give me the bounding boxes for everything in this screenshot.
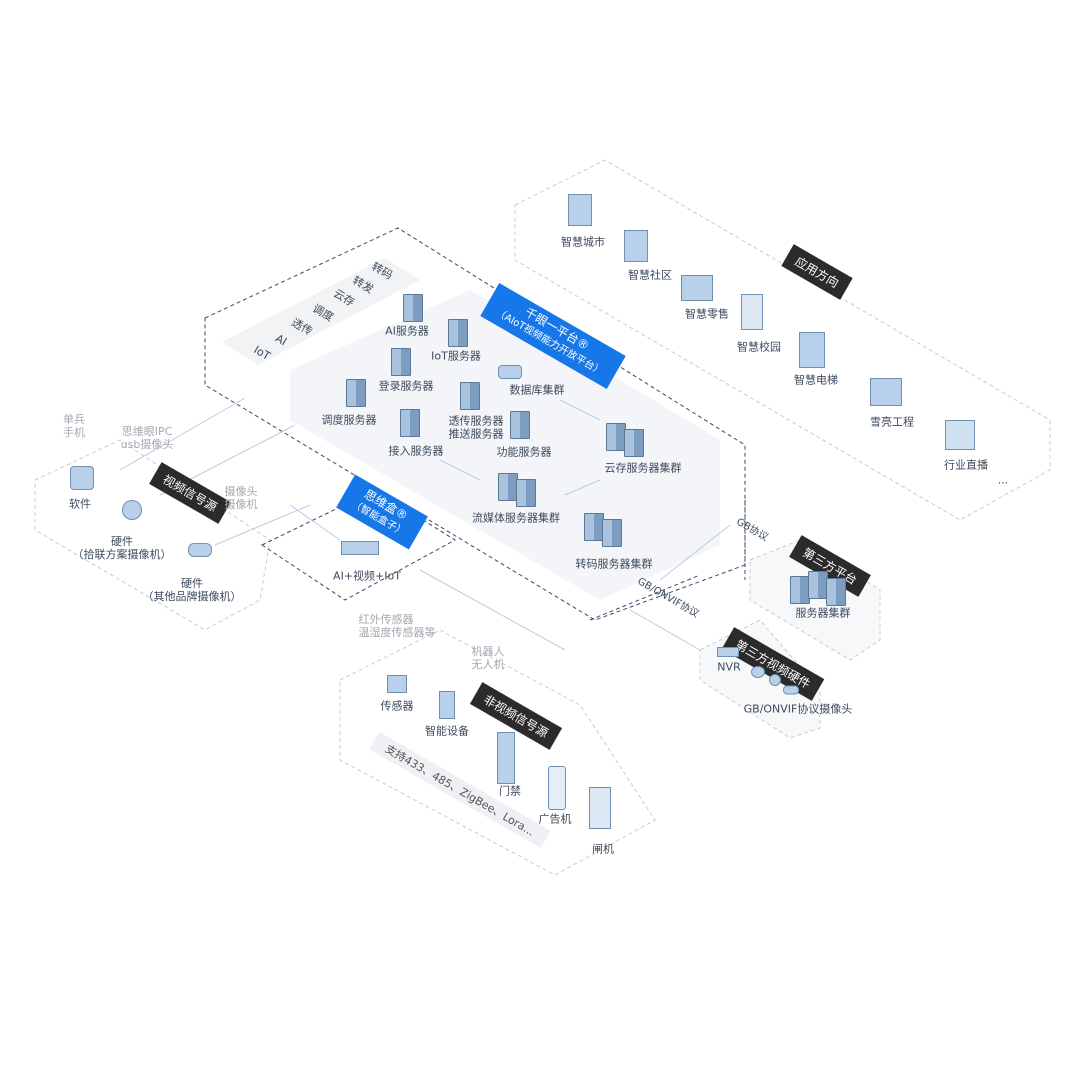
gb-onvif-camera-label: GB/ONVIF协议摄像头 [743,702,853,716]
campus-building-icon [741,294,763,330]
community-building-icon [624,230,648,262]
box-region [260,489,456,601]
server-cluster-icon [584,513,604,541]
label-line: 硬件 [181,577,203,590]
passthrough-server-label: 透传服务器 [448,414,504,428]
webcam-icon [769,674,781,686]
cloud-storage-cluster-label: 云存服务器集群 [604,461,682,475]
robot-icon [439,691,455,719]
push-server-label: 推送服务器 [448,427,504,441]
turnstile-gate-icon [589,787,611,829]
function-server-label: 功能服务器 [496,445,552,459]
app-smart-elevator: 智慧电梯 [794,373,838,387]
app-industry-live: 行业直播 [944,458,988,472]
note-line: 机器人 [471,645,505,658]
db-cluster-label: 数据库集群 [509,383,565,397]
dispatch-server-label: 调度服务器 [321,413,377,427]
server-cluster-icon [606,423,626,451]
box-label: AI+视频+IoT [333,569,401,583]
note-line: 温湿度传感器等 [358,626,436,639]
server-cluster-icon [790,576,810,604]
server-icon [400,409,420,437]
sensor-label: 传感器 [380,699,414,713]
nvr-label: NVR [717,660,741,674]
server-cluster-icon [624,429,644,457]
note-line: 单兵 [63,413,85,426]
access-server-label: 接入服务器 [388,444,444,458]
server-icon [403,294,423,322]
non-video-region [339,629,656,876]
streaming-cluster-label: 流媒体服务器集群 [472,511,560,525]
server-icon [510,411,530,439]
database-icon [498,365,522,379]
note-line: 思维眼IPC [121,425,173,438]
server-cluster-icon [826,578,846,606]
app-smart-retail: 智慧零售 [685,307,729,321]
note-line: 无人机 [471,658,505,671]
label-line: （拾联方案摄像机） [72,548,172,561]
hardware-other-label: 硬件（其他品牌摄像机） [143,577,242,603]
phone-note: 单兵手机 [63,413,85,439]
note-line: 摄像机 [224,498,258,511]
transcode-cluster-label: 转码服务器集群 [575,557,653,571]
iot-server-label: IoT服务器 [431,349,481,363]
retail-store-icon [681,275,713,301]
surveillance-screen-icon [870,378,902,406]
dome-camera-icon [751,666,765,678]
bullet-camera-icon [783,685,799,695]
login-server-label: 登录服务器 [378,379,434,393]
person-phone-icon [70,466,94,490]
note-line: usb摄像头 [120,438,174,451]
server-icon [460,382,480,410]
app-more: ... [997,473,1009,487]
server-cluster-icon [498,473,518,501]
smart-city-icon [568,194,592,226]
webcam-icon [122,500,142,520]
livestream-laptop-icon [945,420,975,450]
smart-box-icon [341,541,379,555]
sensor-icon [387,675,407,693]
note-line: 红外传感器 [358,613,414,626]
server-icon [346,379,366,407]
label-line: 硬件 [111,535,133,548]
label-line: （其他品牌摄像机） [142,590,242,603]
note-line: 摄像头 [224,485,258,498]
app-xueliang-project: 雪亮工程 [870,415,914,429]
software-label: 软件 [69,497,91,511]
server-cluster-icon [602,519,622,547]
app-smart-city: 智慧城市 [561,235,605,249]
elevator-icon [799,332,825,368]
note-line: 手机 [63,426,85,439]
app-smart-community: 智慧社区 [628,268,672,282]
bullet-camera-icon [188,543,212,557]
ai-server-label: AI服务器 [385,324,429,338]
server-cluster-label: 服务器集群 [795,606,851,620]
robot-note: 机器人无人机 [472,645,505,671]
platform-capability-band [222,258,420,365]
smart-device-label: 智能设备 [425,724,469,738]
door-access-label: 门禁 [499,784,521,798]
server-icon [448,319,468,347]
sensor-note: 红外传感器温湿度传感器等 [359,613,436,639]
server-cluster-icon [808,571,828,599]
server-icon [391,348,411,376]
camera-note: 摄像头摄像机 [225,485,258,511]
gate-label: 闸机 [592,842,614,856]
application-region [514,159,1051,521]
app-smart-campus: 智慧校园 [737,340,781,354]
server-cluster-icon [516,479,536,507]
ad-screen-icon [548,766,566,810]
ad-machine-label: 广告机 [538,812,572,826]
nvr-icon [717,647,739,657]
door-icon [497,732,515,784]
video-source-region [34,439,271,631]
hardware-shilian-label: 硬件（拾联方案摄像机） [73,535,172,561]
